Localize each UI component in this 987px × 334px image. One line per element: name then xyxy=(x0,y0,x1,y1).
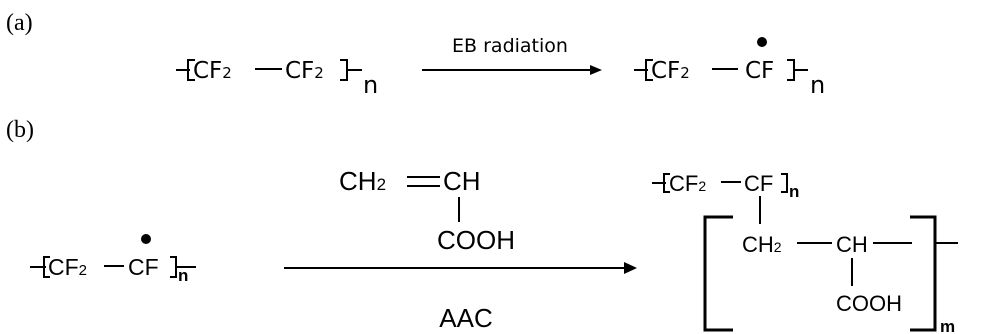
svg-text:CH2: CH2 xyxy=(339,166,386,196)
panel-a-product-sub: 2 xyxy=(680,64,690,82)
panel-a-arrow xyxy=(422,65,602,75)
panel-a-arrow-label: EB radiation xyxy=(452,35,568,57)
panel-b-product: CF2 CF n CH2 CH COOH m xyxy=(652,171,958,334)
svg-text:CF2: CF2 xyxy=(193,58,232,84)
panel-a-product-repeat-n: n xyxy=(810,71,825,99)
svg-text:CF2: CF2 xyxy=(669,171,706,196)
product-repeat-n: n xyxy=(789,182,799,201)
graft-cooh: COOH xyxy=(836,291,902,316)
panel-a-product: CF2 CF n xyxy=(634,37,825,99)
monomer-ch2-sub: 2 xyxy=(377,175,386,194)
panel-a-reactant-cf: CF xyxy=(285,58,314,84)
panel-b-reactant-cf: CF xyxy=(128,254,159,280)
graft-ch: CH xyxy=(836,232,868,257)
svg-text:CF2: CF2 xyxy=(48,254,87,280)
panel-b-label: (b) xyxy=(6,117,34,143)
monomer-cooh: COOH xyxy=(437,225,515,255)
graft-ch2-sub: 2 xyxy=(774,239,782,255)
product-cf: CF xyxy=(744,171,773,196)
panel-b-monomer: CH2 CH COOH xyxy=(339,166,515,255)
product-cf2: CF xyxy=(669,171,698,196)
panel-a-reactant-sub: 2 xyxy=(314,64,324,82)
panel-a-reactant-sub: 2 xyxy=(222,64,232,82)
panel-b-reactant-repeat-n: n xyxy=(178,266,188,285)
panel-a-product-cf: CF xyxy=(745,58,774,84)
panel-a-reactant-repeat-n: n xyxy=(363,71,378,99)
panel-a-label: (a) xyxy=(6,10,33,36)
panel-b-reactant-cf2: CF xyxy=(48,254,79,280)
panel-a-reactant-cf: CF xyxy=(193,58,222,84)
panel-b-reactant: CF2 CF n xyxy=(30,234,196,285)
monomer-ch: CH xyxy=(443,166,481,196)
panel-a-product-cf2: CF xyxy=(651,58,680,84)
panel-b-radical-dot xyxy=(141,234,151,244)
svg-text:CF2: CF2 xyxy=(651,58,690,84)
monomer-ch2: CH xyxy=(339,166,377,196)
panel-b-arrow xyxy=(284,262,637,274)
svg-text:CF2: CF2 xyxy=(285,58,324,84)
product-repeat-m: m xyxy=(940,317,955,334)
panel-a-radical-dot xyxy=(757,37,767,47)
panel-b-arrow-label: AAC xyxy=(439,303,492,333)
svg-text:CH2: CH2 xyxy=(742,232,782,257)
graft-ch2: CH xyxy=(742,232,774,257)
panel-a-reactant: CF2 CF2 n xyxy=(176,58,378,99)
panel-b-reactant-sub: 2 xyxy=(79,262,87,279)
product-cf2-sub: 2 xyxy=(698,178,706,194)
